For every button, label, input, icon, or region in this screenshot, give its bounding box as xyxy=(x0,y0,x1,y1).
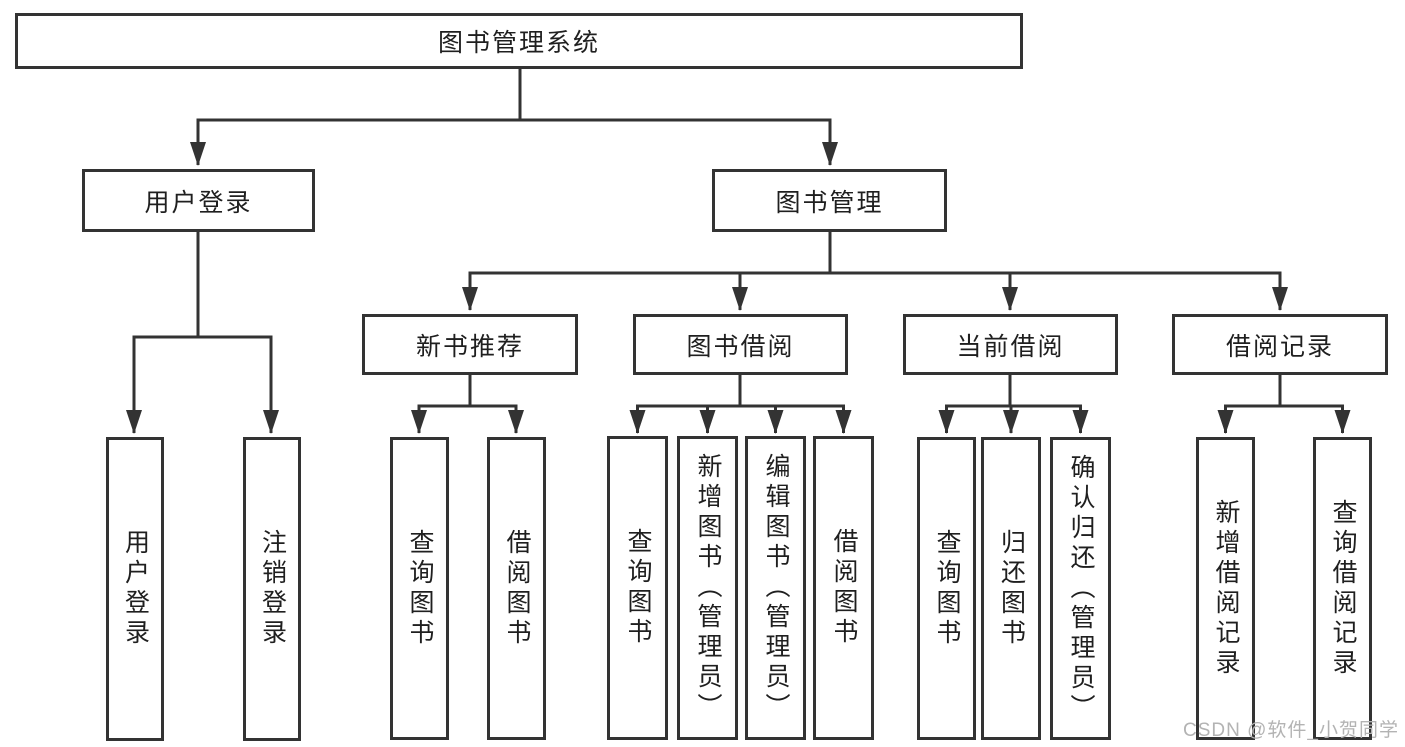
leaf-borrow-books: 借阅图书 xyxy=(813,436,874,740)
node-user-login-label: 用户登录 xyxy=(144,188,253,217)
leaf-query-books-recommend: 查询图书 xyxy=(390,437,449,740)
node-book-borrow: 图书借阅 xyxy=(633,314,848,375)
node-current-borrow-label: 当前借阅 xyxy=(956,332,1065,361)
leaf-query-borrow-record: 查询借阅记录 xyxy=(1313,437,1372,740)
node-user-login: 用户登录 xyxy=(82,169,315,232)
leaf-return-books: 归还图书 xyxy=(981,437,1041,740)
leaf-query-books-current-label: 查询图书 xyxy=(933,528,961,649)
node-book-management-label: 图书管理 xyxy=(775,188,884,217)
leaf-edit-book-admin-label: 编辑图书（管理员） xyxy=(762,453,790,723)
leaf-query-books-borrow: 查询图书 xyxy=(607,436,668,740)
leaf-borrow-books-label: 借阅图书 xyxy=(830,528,858,648)
node-current-borrow: 当前借阅 xyxy=(903,314,1118,375)
node-root-label: 图书管理系统 xyxy=(437,29,600,57)
node-book-management: 图书管理 xyxy=(712,169,947,232)
node-root: 图书管理系统 xyxy=(15,13,1023,69)
leaf-logout: 注销登录 xyxy=(243,437,301,741)
leaf-confirm-return-admin: 确认归还（管理员） xyxy=(1050,437,1111,740)
leaf-borrow-books-recommend-label: 借阅图书 xyxy=(503,528,531,649)
leaf-return-books-label: 归还图书 xyxy=(997,528,1026,649)
leaf-borrow-books-recommend: 借阅图书 xyxy=(487,437,546,740)
leaf-query-books-recommend-label: 查询图书 xyxy=(406,528,434,649)
leaf-user-login-label: 用户登录 xyxy=(121,529,150,649)
node-borrow-records: 借阅记录 xyxy=(1172,314,1388,375)
leaf-edit-book-admin: 编辑图书（管理员） xyxy=(745,436,806,740)
watermark: CSDN @软件_小贺同学 xyxy=(1183,720,1399,741)
leaf-add-book-admin: 新增图书（管理员） xyxy=(677,436,738,740)
leaf-query-books-current: 查询图书 xyxy=(917,437,976,740)
leaf-add-borrow-record: 新增借阅记录 xyxy=(1196,437,1255,740)
node-new-book-recommend-label: 新书推荐 xyxy=(415,332,524,361)
leaf-add-book-admin-label: 新增图书（管理员） xyxy=(694,453,722,723)
leaf-confirm-return-admin-label: 确认归还（管理员） xyxy=(1067,453,1095,724)
leaf-logout-label: 注销登录 xyxy=(258,529,287,649)
leaf-query-borrow-record-label: 查询借阅记录 xyxy=(1329,498,1357,679)
leaf-query-books-borrow-label: 查询图书 xyxy=(624,528,652,648)
node-book-borrow-label: 图书借阅 xyxy=(686,332,795,361)
leaf-user-login: 用户登录 xyxy=(106,437,164,741)
node-new-book-recommend: 新书推荐 xyxy=(362,314,578,375)
leaf-add-borrow-record-label: 新增借阅记录 xyxy=(1212,498,1240,679)
node-borrow-records-label: 借阅记录 xyxy=(1225,332,1334,361)
